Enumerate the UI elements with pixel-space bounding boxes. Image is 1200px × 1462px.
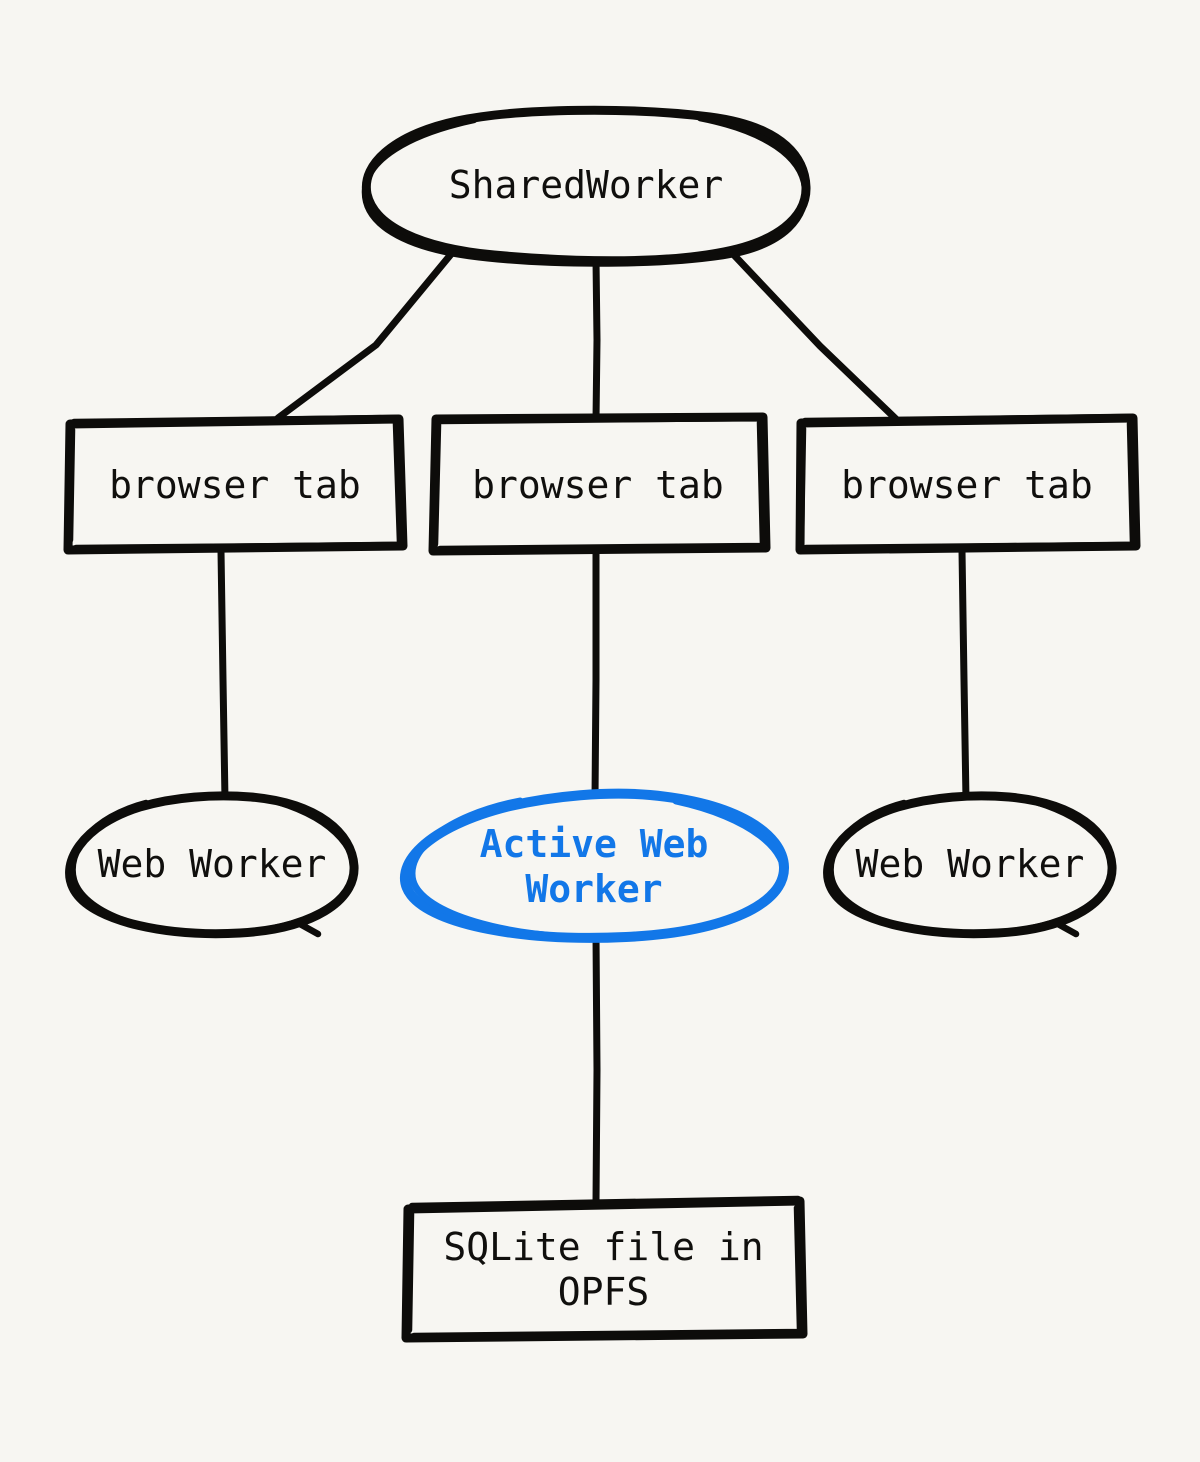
active-web-worker-outline-b <box>408 797 788 942</box>
web-worker-left-tail <box>296 920 322 938</box>
node-browser-tab-right[interactable] <box>795 413 1141 555</box>
edge-browser-tab-right-to-web-worker-right <box>958 547 970 804</box>
edge-layer <box>217 249 970 1206</box>
edge-browser-tab-left-to-web-worker-left <box>217 547 229 804</box>
node-browser-tab-left[interactable] <box>63 414 408 555</box>
node-browser-tab-center[interactable] <box>428 412 771 556</box>
web-worker-right-tail <box>1054 920 1080 938</box>
web-worker-right-outline-b <box>827 798 1116 938</box>
edge-sharedworker-to-browser-tab-right <box>729 250 900 423</box>
web-worker-left-outline-b <box>69 798 358 938</box>
browser-tab-center-outline-b <box>431 414 767 553</box>
node-web-worker-left[interactable] <box>65 791 359 939</box>
shared-worker-outline-b <box>361 114 809 267</box>
edge-active-web-worker-to-sqlite-file <box>592 931 601 1206</box>
browser-tab-left-outline-b <box>66 414 404 552</box>
node-web-worker-right[interactable] <box>823 791 1117 939</box>
node-shared-worker[interactable] <box>361 105 811 267</box>
browser-tab-right-outline-b <box>797 413 1137 552</box>
edge-sharedworker-to-browser-tab-center <box>592 256 601 424</box>
sqlite-file-outline-b <box>405 1195 804 1340</box>
edge-browser-tab-center-to-active-web-worker <box>591 547 600 802</box>
node-sqlite-file[interactable] <box>401 1195 808 1343</box>
edge-sharedworker-to-browser-tab-left <box>274 249 456 422</box>
node-active-web-worker[interactable] <box>400 788 790 943</box>
